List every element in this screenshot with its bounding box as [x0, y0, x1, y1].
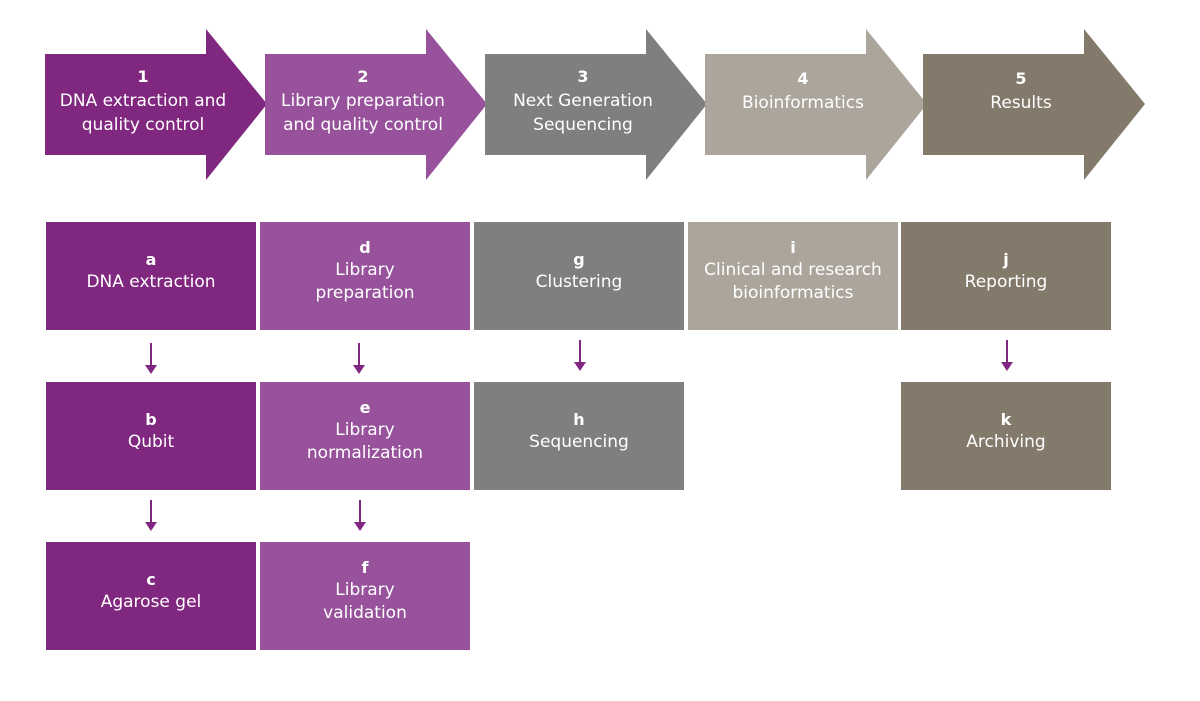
substep-label: Library preparation [315, 260, 415, 303]
step-number: 1 [137, 67, 149, 86]
step-label: Bioinformatics [742, 93, 864, 113]
substep-box-c: c Agarose gel [46, 542, 256, 650]
substep-box-g: g Clustering [474, 222, 684, 330]
substep-letter: b [145, 409, 157, 429]
substep-box-h: h Sequencing [474, 382, 684, 490]
substep-label: Clustering [535, 271, 623, 292]
substep-label: Reporting [964, 271, 1048, 292]
step-label: Results [990, 93, 1052, 113]
substep-box-a: a DNA extraction [46, 222, 256, 330]
down-arrow-icon [353, 343, 365, 374]
substep-label: Clinical and research bioinformatics [704, 260, 882, 303]
step-number: 3 [577, 67, 589, 86]
substep-letter: g [573, 249, 585, 269]
step-arrow-1: 1 DNA extraction and quality control [45, 29, 267, 180]
step-number: 5 [1015, 69, 1027, 88]
step-label: DNA extraction and quality control [59, 91, 227, 135]
down-arrow-icon [145, 500, 157, 531]
step-arrow-4: 4 Bioinformatics [705, 29, 927, 180]
substep-label: Library validation [323, 580, 407, 623]
step-number: 4 [797, 69, 809, 88]
substep-letter: j [1003, 249, 1009, 269]
substep-letter: c [146, 569, 156, 589]
step-number: 2 [357, 67, 369, 86]
substep-letter: f [361, 558, 369, 577]
step-arrow-5: 5 Results [923, 29, 1145, 180]
down-arrow-icon [574, 340, 586, 371]
substep-letter: k [1000, 409, 1012, 429]
substep-box-e: e Library normalization [260, 382, 470, 490]
substep-box-b: b Qubit [46, 382, 256, 490]
step-arrow-2: 2 Library preparation and quality contro… [265, 29, 487, 180]
substep-letter: d [359, 238, 371, 257]
substep-label: DNA extraction [86, 271, 216, 292]
substep-box-d: d Library preparation [260, 222, 470, 330]
substep-label: Sequencing [529, 431, 629, 452]
substep-label: Archiving [966, 431, 1046, 452]
down-arrow-icon [354, 500, 366, 531]
step-arrow-3: 3 Next Generation Sequencing [485, 29, 707, 180]
down-arrow-icon [1001, 340, 1013, 371]
substep-box-j: j Reporting [901, 222, 1111, 330]
substep-letter: a [145, 249, 157, 269]
substep-box-i: i Clinical and research bioinformatics [688, 222, 898, 330]
substep-label: Library normalization [306, 420, 424, 463]
substep-box-f: f Library validation [260, 542, 470, 650]
down-arrow-icon [145, 343, 157, 374]
substep-box-k: k Archiving [901, 382, 1111, 490]
substep-label: Qubit [127, 431, 175, 452]
substep-letter: i [790, 238, 796, 257]
step-label: Library preparation and quality control [281, 91, 445, 135]
substep-letter: e [359, 398, 371, 417]
substep-label: Agarose gel [100, 591, 202, 612]
step-label: Next Generation Sequencing [513, 91, 653, 135]
substep-letter: h [573, 409, 585, 429]
